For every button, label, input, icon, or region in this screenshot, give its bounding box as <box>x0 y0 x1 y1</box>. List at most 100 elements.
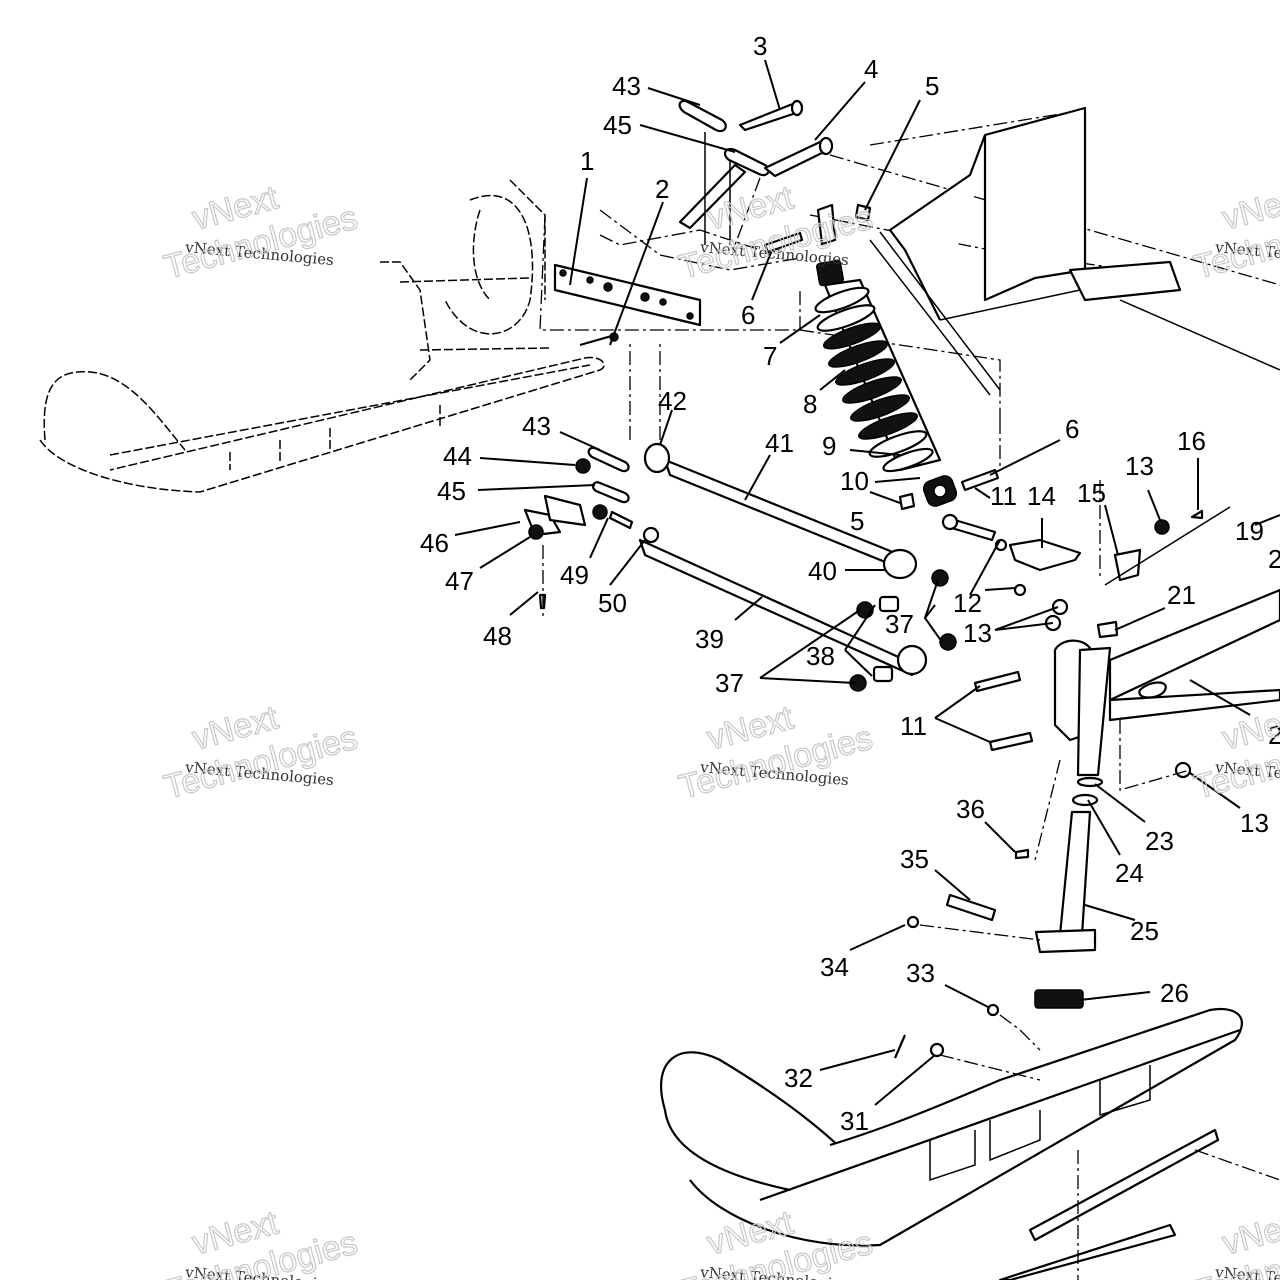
callout-32: 32 <box>784 1063 813 1093</box>
part-34-nut <box>906 915 920 929</box>
part-6-bolt-top <box>763 231 804 254</box>
part-15-bracket <box>1113 548 1142 582</box>
part-37-nut-b <box>931 569 949 587</box>
callout-23: 23 <box>1145 826 1174 856</box>
part-36-clip <box>1014 848 1030 860</box>
callout-5b: 5 <box>850 506 864 536</box>
part-49-nut <box>592 504 608 520</box>
callout-12: 12 <box>953 588 982 618</box>
callout-5: 5 <box>925 71 939 101</box>
spindle-assembly <box>1034 588 1280 1009</box>
callout-43: 43 <box>612 71 641 101</box>
callout-10: 10 <box>840 466 869 496</box>
part-38-bushing-a <box>878 595 900 613</box>
shock-spring <box>814 286 934 473</box>
callout-49: 49 <box>560 560 589 590</box>
part-5-nut <box>898 492 916 511</box>
callout-8: 8 <box>803 389 817 419</box>
callout-50: 50 <box>598 588 627 618</box>
watermark-mid-center: vNext vNext Technologies Technologies <box>674 698 877 808</box>
callout-37: 37 <box>885 609 914 639</box>
part-35-pin <box>945 893 997 922</box>
watermark-bottom-left: vNext vNext Technologies Technologies <box>159 1203 362 1280</box>
callout-14: 14 <box>1027 481 1056 511</box>
callout-42: 42 <box>658 386 687 416</box>
callout-26: 26 <box>1160 978 1189 1008</box>
part-11-bolt-head <box>941 513 959 531</box>
callout-40: 40 <box>808 556 837 586</box>
callout-47: 47 <box>445 566 474 596</box>
part-13-nut-a <box>1051 598 1069 616</box>
watermark-top-right: vNext vNext Technologies Technologies <box>1189 178 1280 288</box>
svg-text:vNext Technologies: vNext Technologies <box>1214 1263 1280 1280</box>
callout-15: 15 <box>1077 478 1106 508</box>
callout-6b: 6 <box>1065 414 1079 444</box>
callout-48: 48 <box>483 621 512 651</box>
ski-right <box>659 1007 1243 1280</box>
part-14-bracket <box>1008 538 1082 572</box>
callout-1: 1 <box>580 146 594 176</box>
callout-44: 44 <box>443 441 472 471</box>
callout-13: 13 <box>1125 451 1154 481</box>
part-32-cotter <box>893 1034 907 1059</box>
part-2-pin <box>579 333 616 347</box>
part-44-nut <box>575 458 591 474</box>
callout-11: 11 <box>990 481 1017 511</box>
callout-25: 25 <box>1130 916 1159 946</box>
callout-11b: 11 <box>900 711 927 741</box>
part-50-nut <box>642 526 660 544</box>
callout-43b: 43 <box>522 411 551 441</box>
part-11-bolt-b <box>988 731 1034 752</box>
callout-2: 2 <box>655 174 669 204</box>
leader-lines <box>454 59 1280 1106</box>
watermark-mid-left: vNext vNext Technologies Technologies <box>159 698 362 808</box>
part-11-bolt-a <box>973 670 1022 693</box>
callout-36: 36 <box>956 794 985 824</box>
callout-13c: 13 <box>1240 808 1269 838</box>
alignment-lines <box>919 420 1280 1280</box>
callout-labels: 1 2 3 4 5 43 45 6 7 8 9 10 5 6 11 14 15 … <box>420 31 1280 1136</box>
part-6-bolt <box>960 468 1000 492</box>
callout-20-partial: 2 <box>1268 544 1280 574</box>
part-16-clip <box>1190 509 1204 520</box>
part-49-spring <box>608 510 634 530</box>
callout-9: 9 <box>822 431 836 461</box>
part-12-washer <box>1013 583 1027 597</box>
callout-41: 41 <box>765 428 794 458</box>
part-38-bushing-b <box>872 665 894 683</box>
callout-34: 34 <box>820 952 849 982</box>
part-47-nut <box>528 524 544 540</box>
callout-6: 6 <box>741 300 755 330</box>
callout-38: 38 <box>806 641 835 671</box>
part-31-nut <box>929 1042 945 1058</box>
part-46-plate <box>543 494 587 527</box>
callout-3: 3 <box>753 31 767 61</box>
part-45-plate <box>591 481 630 504</box>
frame-right <box>869 106 1280 396</box>
callout-33: 33 <box>906 958 935 988</box>
radius-rods <box>638 442 928 677</box>
callout-37b: 37 <box>715 668 744 698</box>
upper-links <box>678 99 834 246</box>
callout-4: 4 <box>864 54 878 84</box>
callout-46: 46 <box>420 528 449 558</box>
callout-13b: 13 <box>963 618 992 648</box>
callout-31: 31 <box>840 1106 869 1136</box>
watermark-top-left: vNext vNext Technologies Technologies <box>159 178 362 288</box>
shock-absorber <box>814 259 958 507</box>
part-33-washer <box>986 1003 1000 1017</box>
callout-45b: 45 <box>437 476 466 506</box>
callout-39: 39 <box>695 624 724 654</box>
shock-mount-bracket <box>816 203 837 246</box>
callout-22-partial: 2 <box>1268 720 1280 750</box>
watermark-bottom-right: vNext vNext Technologies Technologies <box>1189 1203 1280 1280</box>
callout-19: 19 <box>1235 516 1264 546</box>
callout-24: 24 <box>1115 858 1144 888</box>
callout-45: 45 <box>603 110 632 140</box>
callout-16: 16 <box>1177 426 1206 456</box>
part-43-plate <box>587 446 630 473</box>
callout-7: 7 <box>763 341 777 371</box>
callout-21: 21 <box>1167 580 1196 610</box>
part-13-nut-top <box>1154 519 1170 535</box>
